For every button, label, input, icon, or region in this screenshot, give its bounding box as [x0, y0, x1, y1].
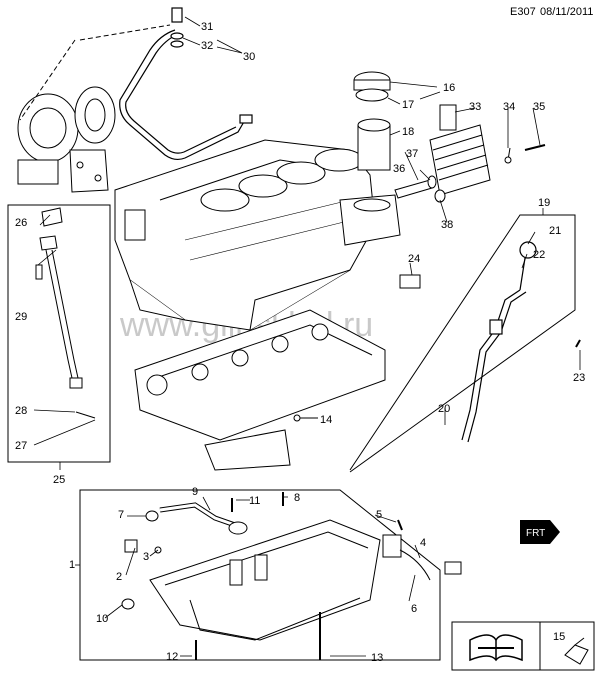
- callout-38: 38: [441, 219, 453, 231]
- oil-filter-assembly: [339, 71, 401, 246]
- lower-crankcase: [134, 309, 386, 441]
- callout-34: 34: [503, 101, 515, 113]
- callout-24: 24: [408, 253, 420, 265]
- callout-14: 14: [320, 414, 332, 426]
- callout-23: 23: [573, 372, 585, 384]
- oil-return-group-frame: [7, 204, 111, 463]
- callout-16: 16: [443, 82, 455, 94]
- oil-cooler: [429, 104, 491, 196]
- callout-17: 17: [402, 99, 414, 111]
- callout-8: 8: [294, 492, 300, 504]
- grease-tube-icon: [564, 637, 589, 665]
- callout-25: 25: [53, 474, 65, 486]
- callout-22: 22: [533, 249, 545, 261]
- turbocharger: [17, 86, 116, 193]
- dipstick-group-frame: [349, 214, 576, 473]
- callout-13: 13: [371, 652, 383, 664]
- callout-1: 1: [69, 559, 75, 571]
- oil-baffle: [204, 429, 291, 471]
- callout-31: 31: [201, 21, 213, 33]
- front-direction-badge: FRT: [520, 520, 560, 544]
- legend-icons: [451, 621, 595, 671]
- oil-pan: [149, 519, 381, 641]
- diagram-code: E307: [510, 6, 536, 18]
- diagram-date: 08/11/2011: [540, 6, 594, 18]
- callout-37: 37: [406, 148, 418, 160]
- callout-29: 29: [15, 311, 27, 323]
- callout-15: 15: [553, 631, 565, 643]
- callout-35: 35: [533, 101, 545, 113]
- oil-dipstick-tube: [461, 241, 537, 443]
- callout-20: 20: [438, 403, 450, 415]
- callout-26: 26: [15, 217, 27, 229]
- callout-6: 6: [411, 603, 417, 615]
- callout-30: 30: [243, 51, 255, 63]
- open-book-wrench-icon: [469, 634, 523, 662]
- callout-10: 10: [96, 613, 108, 625]
- cylinder-block: [114, 139, 376, 331]
- callout-36: 36: [393, 163, 405, 175]
- callout-32: 32: [201, 40, 213, 52]
- callout-11: 11: [249, 495, 260, 507]
- callout-12: 12: [166, 651, 178, 663]
- callout-28: 28: [15, 405, 27, 417]
- callout-5: 5: [376, 509, 382, 521]
- turbo-oil-feed-pipe: [119, 7, 253, 161]
- callout-2: 2: [116, 571, 122, 583]
- callout-27: 27: [15, 440, 27, 452]
- callout-33: 33: [469, 101, 481, 113]
- callout-18: 18: [402, 126, 414, 138]
- callout-9: 9: [192, 486, 198, 498]
- callout-3: 3: [143, 551, 149, 563]
- callout-7: 7: [118, 509, 124, 521]
- svg-text:FRT: FRT: [526, 528, 545, 539]
- callout-19: 19: [538, 197, 550, 209]
- turbo-oil-return-pipe: [35, 207, 96, 419]
- callout-4: 4: [420, 537, 426, 549]
- oil-pan-group-frame: [79, 489, 441, 661]
- callout-21: 21: [549, 225, 561, 237]
